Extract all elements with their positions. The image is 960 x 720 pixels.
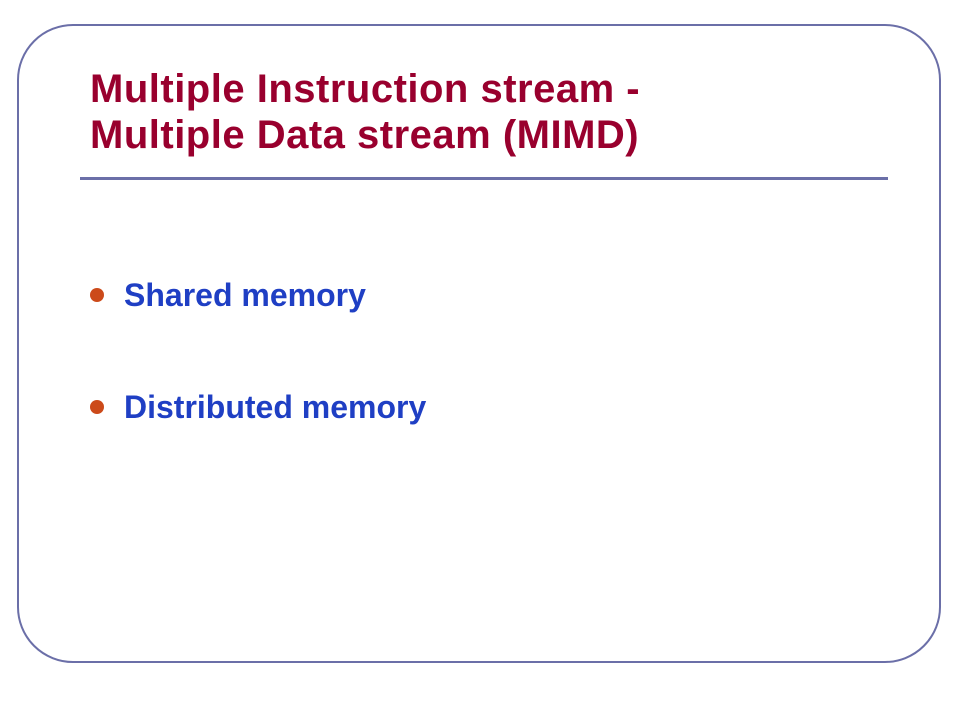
title-underline	[80, 177, 888, 180]
bullet-list: Shared memory Distributed memory	[90, 268, 426, 492]
slide-title-line-2: Multiple Data stream (MIMD)	[90, 113, 640, 157]
bullet-item-shared-memory: Shared memory	[90, 268, 426, 322]
slide-frame	[17, 24, 941, 663]
bullet-text: Shared memory	[124, 276, 366, 313]
bullet-text: Distributed memory	[124, 388, 427, 425]
bullet-dot-icon	[90, 400, 104, 414]
bullet-item-distributed-memory: Distributed memory	[90, 380, 426, 434]
slide-title-line-1: Multiple Instruction stream -	[90, 67, 641, 111]
bullet-dot-icon	[90, 288, 104, 302]
slide-title: Multiple Instruction stream - Multiple D…	[90, 66, 870, 158]
